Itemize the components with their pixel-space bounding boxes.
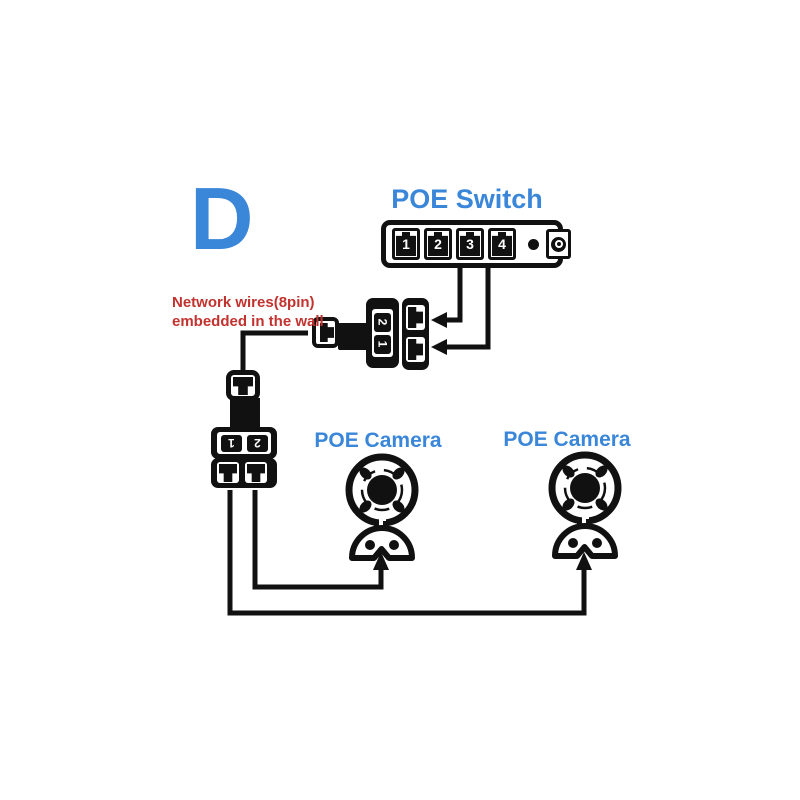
rj45-port-icon bbox=[460, 232, 480, 256]
switch-port-3: 3 bbox=[456, 228, 484, 260]
poe-camera1-title: POE Camera bbox=[314, 429, 442, 452]
dual-jack-device bbox=[402, 298, 429, 370]
arrowhead-into-coupler-top bbox=[431, 312, 447, 328]
power-jack-icon bbox=[546, 229, 571, 259]
rj45-plug-glyph bbox=[320, 323, 334, 342]
port-number: 3 bbox=[466, 236, 474, 252]
wire-splitter-to-camera1 bbox=[252, 490, 384, 590]
arrowhead-into-camera2 bbox=[576, 552, 592, 570]
coupler-device: 2 1 bbox=[366, 298, 399, 368]
rj45-plug-icon bbox=[312, 317, 339, 348]
splitter-port-number: 2 bbox=[253, 436, 261, 450]
splitter-port-chip: 1 bbox=[220, 434, 242, 452]
poe-switch-title: POE Switch bbox=[391, 184, 543, 214]
variant-letter: D bbox=[190, 169, 254, 268]
cable-block bbox=[338, 323, 370, 350]
wall-note-line1: Network wires(8pin) bbox=[172, 294, 315, 311]
camera-icon bbox=[345, 453, 419, 561]
rj45-port-icon bbox=[428, 232, 448, 256]
arrowhead-into-coupler-bottom bbox=[431, 339, 447, 355]
rj45-port-icon bbox=[396, 232, 416, 256]
power-jack-disc bbox=[551, 236, 566, 252]
wire-switch-port4-to-coupler bbox=[446, 263, 491, 350]
splitter-label-device: 1 2 bbox=[211, 427, 277, 459]
rj45-port-icon bbox=[406, 305, 425, 330]
splitter-port-chip: 2 bbox=[246, 434, 268, 452]
coupler-port-chip: 2 bbox=[374, 312, 391, 332]
switch-port-4: 4 bbox=[488, 228, 516, 260]
power-jack-ring bbox=[554, 240, 563, 248]
splitter-neck bbox=[230, 398, 260, 429]
switch-port-2: 2 bbox=[424, 228, 452, 260]
coupler-port-chip: 1 bbox=[374, 334, 391, 354]
rj45-port-icon bbox=[217, 462, 239, 483]
arrowhead-into-camera1 bbox=[373, 552, 389, 570]
switch-port-1: 1 bbox=[392, 228, 420, 260]
port-number: 1 bbox=[402, 236, 410, 252]
wire-arrowheads bbox=[373, 312, 592, 570]
wall-jack-icon bbox=[226, 370, 260, 401]
rj45-jack-glyph bbox=[247, 464, 265, 482]
wire-wallnote-to-walljack bbox=[240, 330, 308, 370]
wall-note-line2: embedded in the wall bbox=[172, 313, 324, 330]
port-number: 2 bbox=[434, 236, 442, 252]
rj45-port-icon bbox=[492, 232, 512, 256]
rj45-jack-glyph bbox=[233, 377, 253, 395]
rj45-port-glyph bbox=[408, 307, 423, 328]
camera-icon-2 bbox=[552, 455, 618, 556]
wire-switch-port3-to-coupler bbox=[446, 263, 463, 323]
coupler-port-number: 2 bbox=[375, 318, 390, 326]
poe-switch-device: 1 2 3 4 bbox=[381, 220, 571, 268]
poe-camera2-title: POE Camera bbox=[503, 428, 631, 451]
coupler-port-number: 1 bbox=[375, 340, 390, 348]
port-number: 4 bbox=[498, 236, 506, 252]
rj45-port-glyph bbox=[408, 339, 423, 360]
wire-lines bbox=[227, 263, 587, 616]
wall-note-label: Network wires(8pin) embedded in the wall bbox=[172, 293, 324, 331]
splitter-output-device bbox=[211, 458, 277, 488]
coupler-label-panel: 2 1 bbox=[372, 309, 393, 357]
splitter-label-panel: 1 2 bbox=[217, 432, 271, 454]
power-jack-pin bbox=[556, 242, 561, 246]
rj45-port-icon bbox=[245, 462, 267, 483]
wire-splitter-to-camera2 bbox=[227, 490, 587, 616]
rj45-jack-glyph bbox=[219, 464, 237, 482]
rj45-port-icon bbox=[406, 337, 425, 362]
splitter-port-number: 1 bbox=[227, 436, 235, 450]
led-dot-icon bbox=[528, 238, 539, 250]
